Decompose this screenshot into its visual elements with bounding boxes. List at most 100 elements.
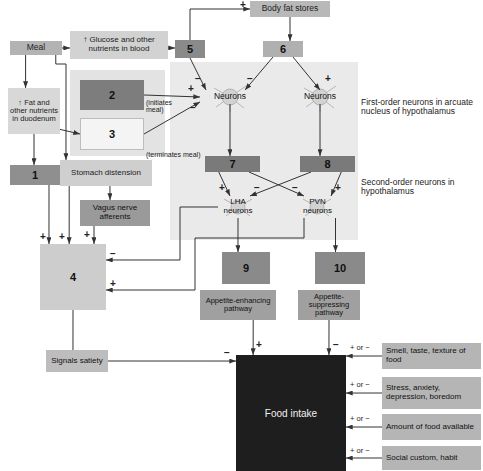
node-text: 5	[187, 43, 193, 55]
number-box: 3	[80, 118, 144, 150]
connector-arrow	[346, 356, 382, 357]
neuron-symbols	[214, 86, 336, 216]
sign-label: −	[247, 74, 253, 85]
pathway-box: Appetite-enhancing pathway	[200, 290, 276, 320]
signal-box: ↑ Fat and other nutrients in duodenum	[8, 88, 60, 134]
factor-box: Social custom, habit	[382, 446, 481, 470]
connector-arrow	[237, 218, 238, 252]
annotation: (initiates meal)	[146, 99, 188, 114]
node-text: Vagus nerve afferents	[82, 204, 148, 222]
signal-box: Stomach distension	[60, 160, 152, 186]
connector-arrow	[346, 458, 382, 459]
node-text: Signals satiety	[51, 357, 103, 366]
connector-arrow	[335, 218, 336, 252]
connector-arrow	[253, 320, 254, 355]
connector-arrow	[168, 47, 175, 48]
node-text: Neurons	[304, 92, 336, 101]
sign-label: + or −	[350, 381, 370, 389]
connector-arrow	[48, 185, 49, 244]
number-box: 2	[80, 80, 144, 110]
node-text: PVN neurons	[297, 198, 338, 216]
sign-label: −	[110, 249, 116, 260]
connector-arrow	[320, 104, 321, 156]
sign-label: + or −	[350, 415, 370, 423]
connector-arrow	[34, 134, 35, 165]
factor-box: Amount of food available	[382, 414, 481, 440]
connector-arrow	[328, 320, 329, 355]
number-box: 5	[175, 40, 205, 58]
connector-arrow	[219, 172, 230, 196]
connector-arrow	[108, 361, 236, 362]
sign-label: + or −	[350, 447, 370, 455]
connector-arrow	[331, 172, 341, 196]
node-text: 10	[334, 262, 346, 274]
sign-label: +	[110, 279, 116, 290]
connector-arrow	[144, 95, 200, 97]
factor-box: Smell, taste, texture of food	[382, 343, 481, 369]
output-box: Signals satiety	[46, 350, 108, 372]
sign-label: +	[188, 84, 194, 95]
node-text: Appetite-suppressing pathway	[300, 293, 358, 318]
connector-arrow	[346, 393, 382, 394]
region-label: First-order neurons in arcuate nucleus o…	[361, 98, 481, 116]
store-box: Body fat stores	[250, 1, 330, 17]
node-text: 7	[229, 158, 235, 170]
sign-label: +	[84, 230, 90, 241]
pathway-box: Appetite-suppressing pathway	[298, 290, 360, 320]
node-text: 2	[109, 89, 115, 101]
connector-arrow	[106, 218, 304, 290]
node-text: Meal	[27, 43, 45, 52]
connector-arrow	[290, 17, 291, 41]
connector-arrow	[249, 172, 304, 196]
node-text: 1	[32, 169, 38, 181]
sign-label: +	[240, 0, 246, 11]
connector-arrow	[190, 9, 250, 40]
connector-arrow	[72, 310, 73, 350]
factor-box: Stress, anxiety, depression, boredom	[382, 377, 481, 409]
node-text: Stress, anxiety, depression, boredom	[386, 384, 477, 402]
sign-label: +	[256, 340, 262, 351]
neuron-symbol	[214, 86, 246, 112]
number-box: 1	[10, 165, 60, 185]
sign-label: +	[325, 74, 331, 85]
connector-arrow	[25, 55, 26, 88]
sign-label: −	[292, 183, 298, 194]
node-text: Smell, taste, texture of food	[386, 347, 477, 365]
connector-arrow	[250, 172, 311, 196]
region-label: Second-order neurons in hypothalamus	[361, 178, 481, 196]
neuron-label: Neurons	[290, 90, 350, 104]
node-text: 9	[243, 262, 249, 274]
signal-box: ↑ Glucose and other nutrients in blood	[70, 31, 168, 59]
sign-label: −	[333, 340, 339, 351]
connector-arrow	[62, 47, 70, 48]
node-text: Amount of food available	[386, 423, 474, 432]
sign-label: +	[219, 183, 225, 194]
sign-label: −	[224, 348, 230, 359]
connector-arrow	[346, 427, 382, 428]
node-text: ↑ Glucose and other nutrients in blood	[72, 36, 166, 54]
node-text: Social custom, habit	[386, 454, 458, 463]
number-box: 8	[300, 156, 355, 172]
node-text: Neurons	[214, 92, 246, 101]
node-text: Body fat stores	[262, 4, 319, 13]
node-text: LHA neurons	[220, 198, 256, 216]
node-text: 4	[70, 271, 76, 283]
node-text: 3	[109, 128, 115, 140]
sign-label: −	[195, 74, 201, 85]
connector-arrow	[293, 57, 320, 90]
node-text: ↑ Fat and other nutrients in duodenum	[10, 99, 58, 124]
signal-box: Vagus nerve afferents	[80, 200, 150, 226]
neuron-label: PVN neurons	[295, 196, 340, 218]
number-box: 4	[40, 244, 106, 310]
number-box: 9	[222, 252, 270, 284]
neuron-label: LHA neurons	[218, 196, 258, 218]
node-text: Stomach distension	[71, 169, 141, 178]
number-box: 7	[205, 156, 260, 172]
node-text: Food intake	[265, 408, 317, 419]
sign-label: + or −	[350, 344, 370, 352]
node-text: Appetite-enhancing pathway	[202, 297, 274, 314]
neuron-label: Neurons	[200, 90, 260, 104]
connector-arrow	[93, 226, 94, 244]
sign-label: −	[190, 103, 196, 114]
